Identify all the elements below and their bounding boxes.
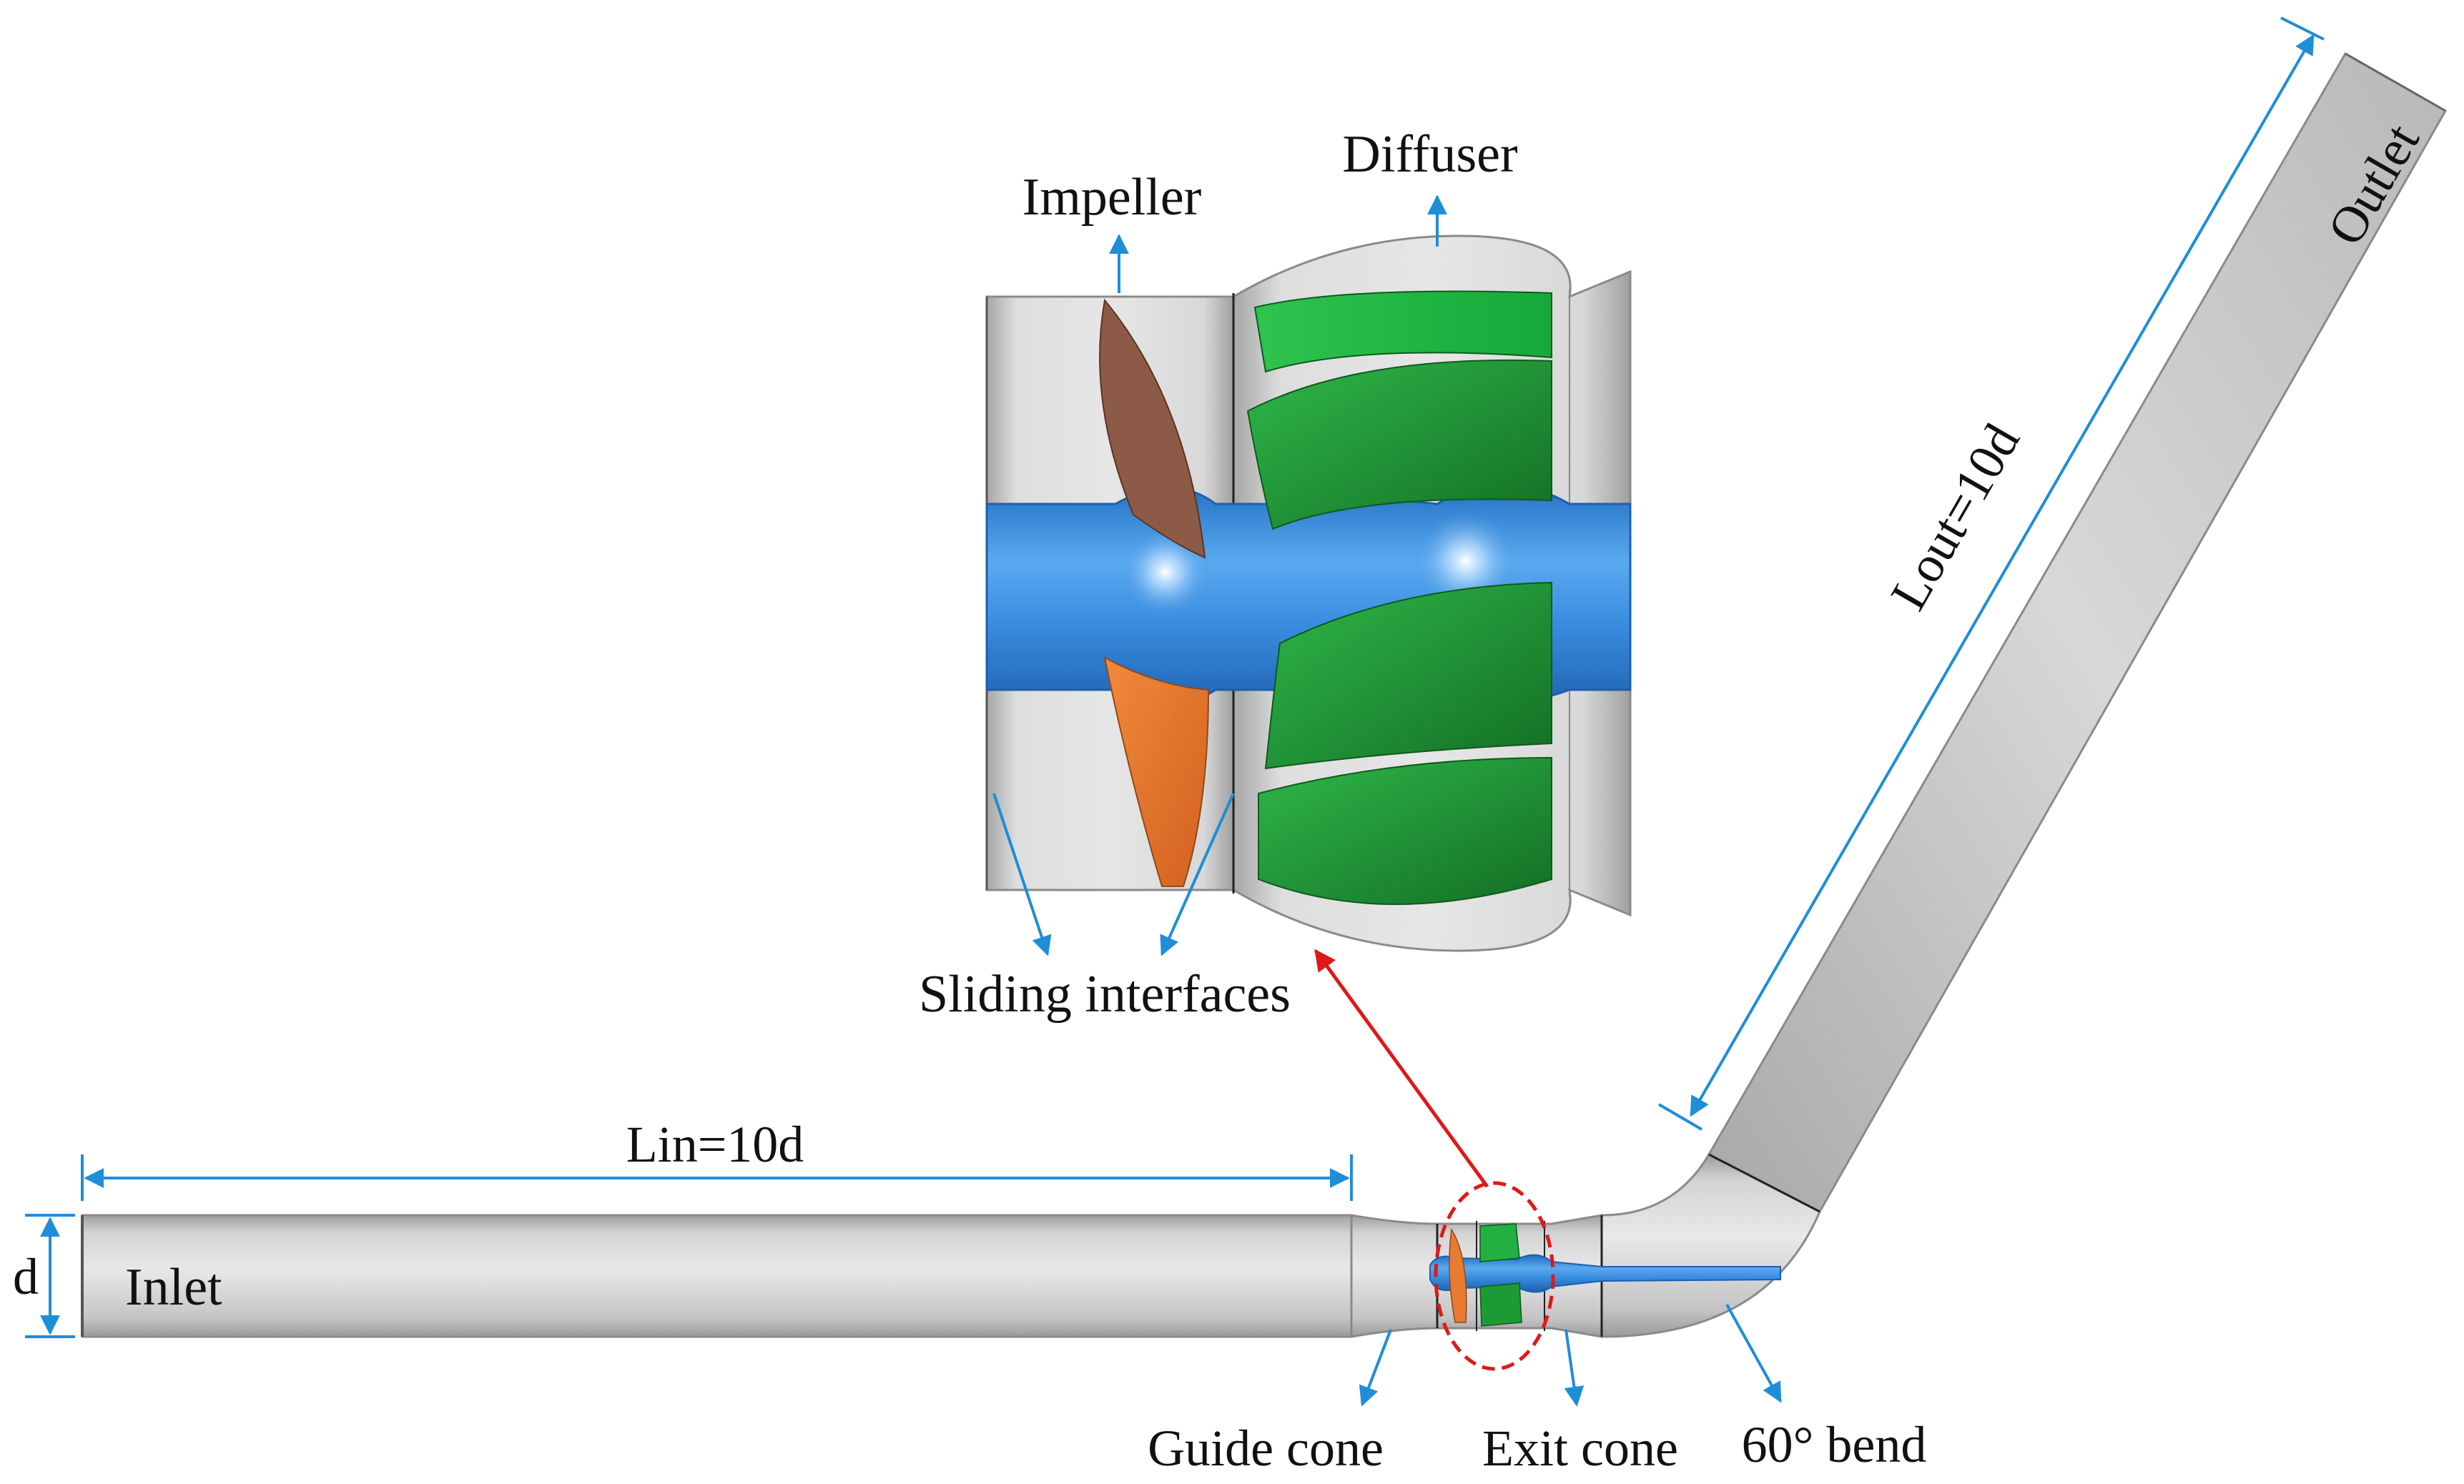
zoom-arrow [1314,949,1489,1188]
impeller-label: Impeller [1022,168,1202,227]
sliding-arrow-2 [1160,793,1235,956]
diffuser-vane-1 [1253,290,1552,373]
sliding-arrow-1 [992,793,1052,956]
inlet-pipe [81,1214,1353,1338]
lin-label: Lin=10d [626,1116,804,1173]
exit-cone-arrow [1564,1329,1585,1407]
lout-label: Lout=10d [1879,415,2031,619]
bend-arrow [1725,1304,1782,1403]
diffuser-vane-4 [1258,756,1552,905]
sliding-interfaces-label: Sliding interfaces [919,965,1291,1024]
impeller-blade-upper [1099,298,1206,559]
guide-cone-label: Guide cone [1148,1420,1384,1477]
pump-section-small [1350,1214,1781,1338]
diffuser-vane-3 [1264,581,1552,770]
lin-dimension [81,1154,1353,1201]
exit-cone-label: Exit cone [1482,1420,1678,1477]
diffuser-vane-2 [1246,359,1552,530]
d-label: d [13,1248,39,1305]
zoom-circle [1434,1181,1555,1371]
inlet-label: Inlet [125,1258,222,1317]
bend-section [1600,1153,1821,1338]
d-dimension [25,1214,75,1338]
bend-label: 60° bend [1742,1416,1927,1473]
diffuser-label: Diffuser [1342,125,1517,184]
lout-dimension [1657,16,2325,1131]
impeller-blade-lower [1103,656,1210,887]
guide-cone-arrow [1359,1329,1392,1407]
enlarged-pump-view [985,234,1632,952]
